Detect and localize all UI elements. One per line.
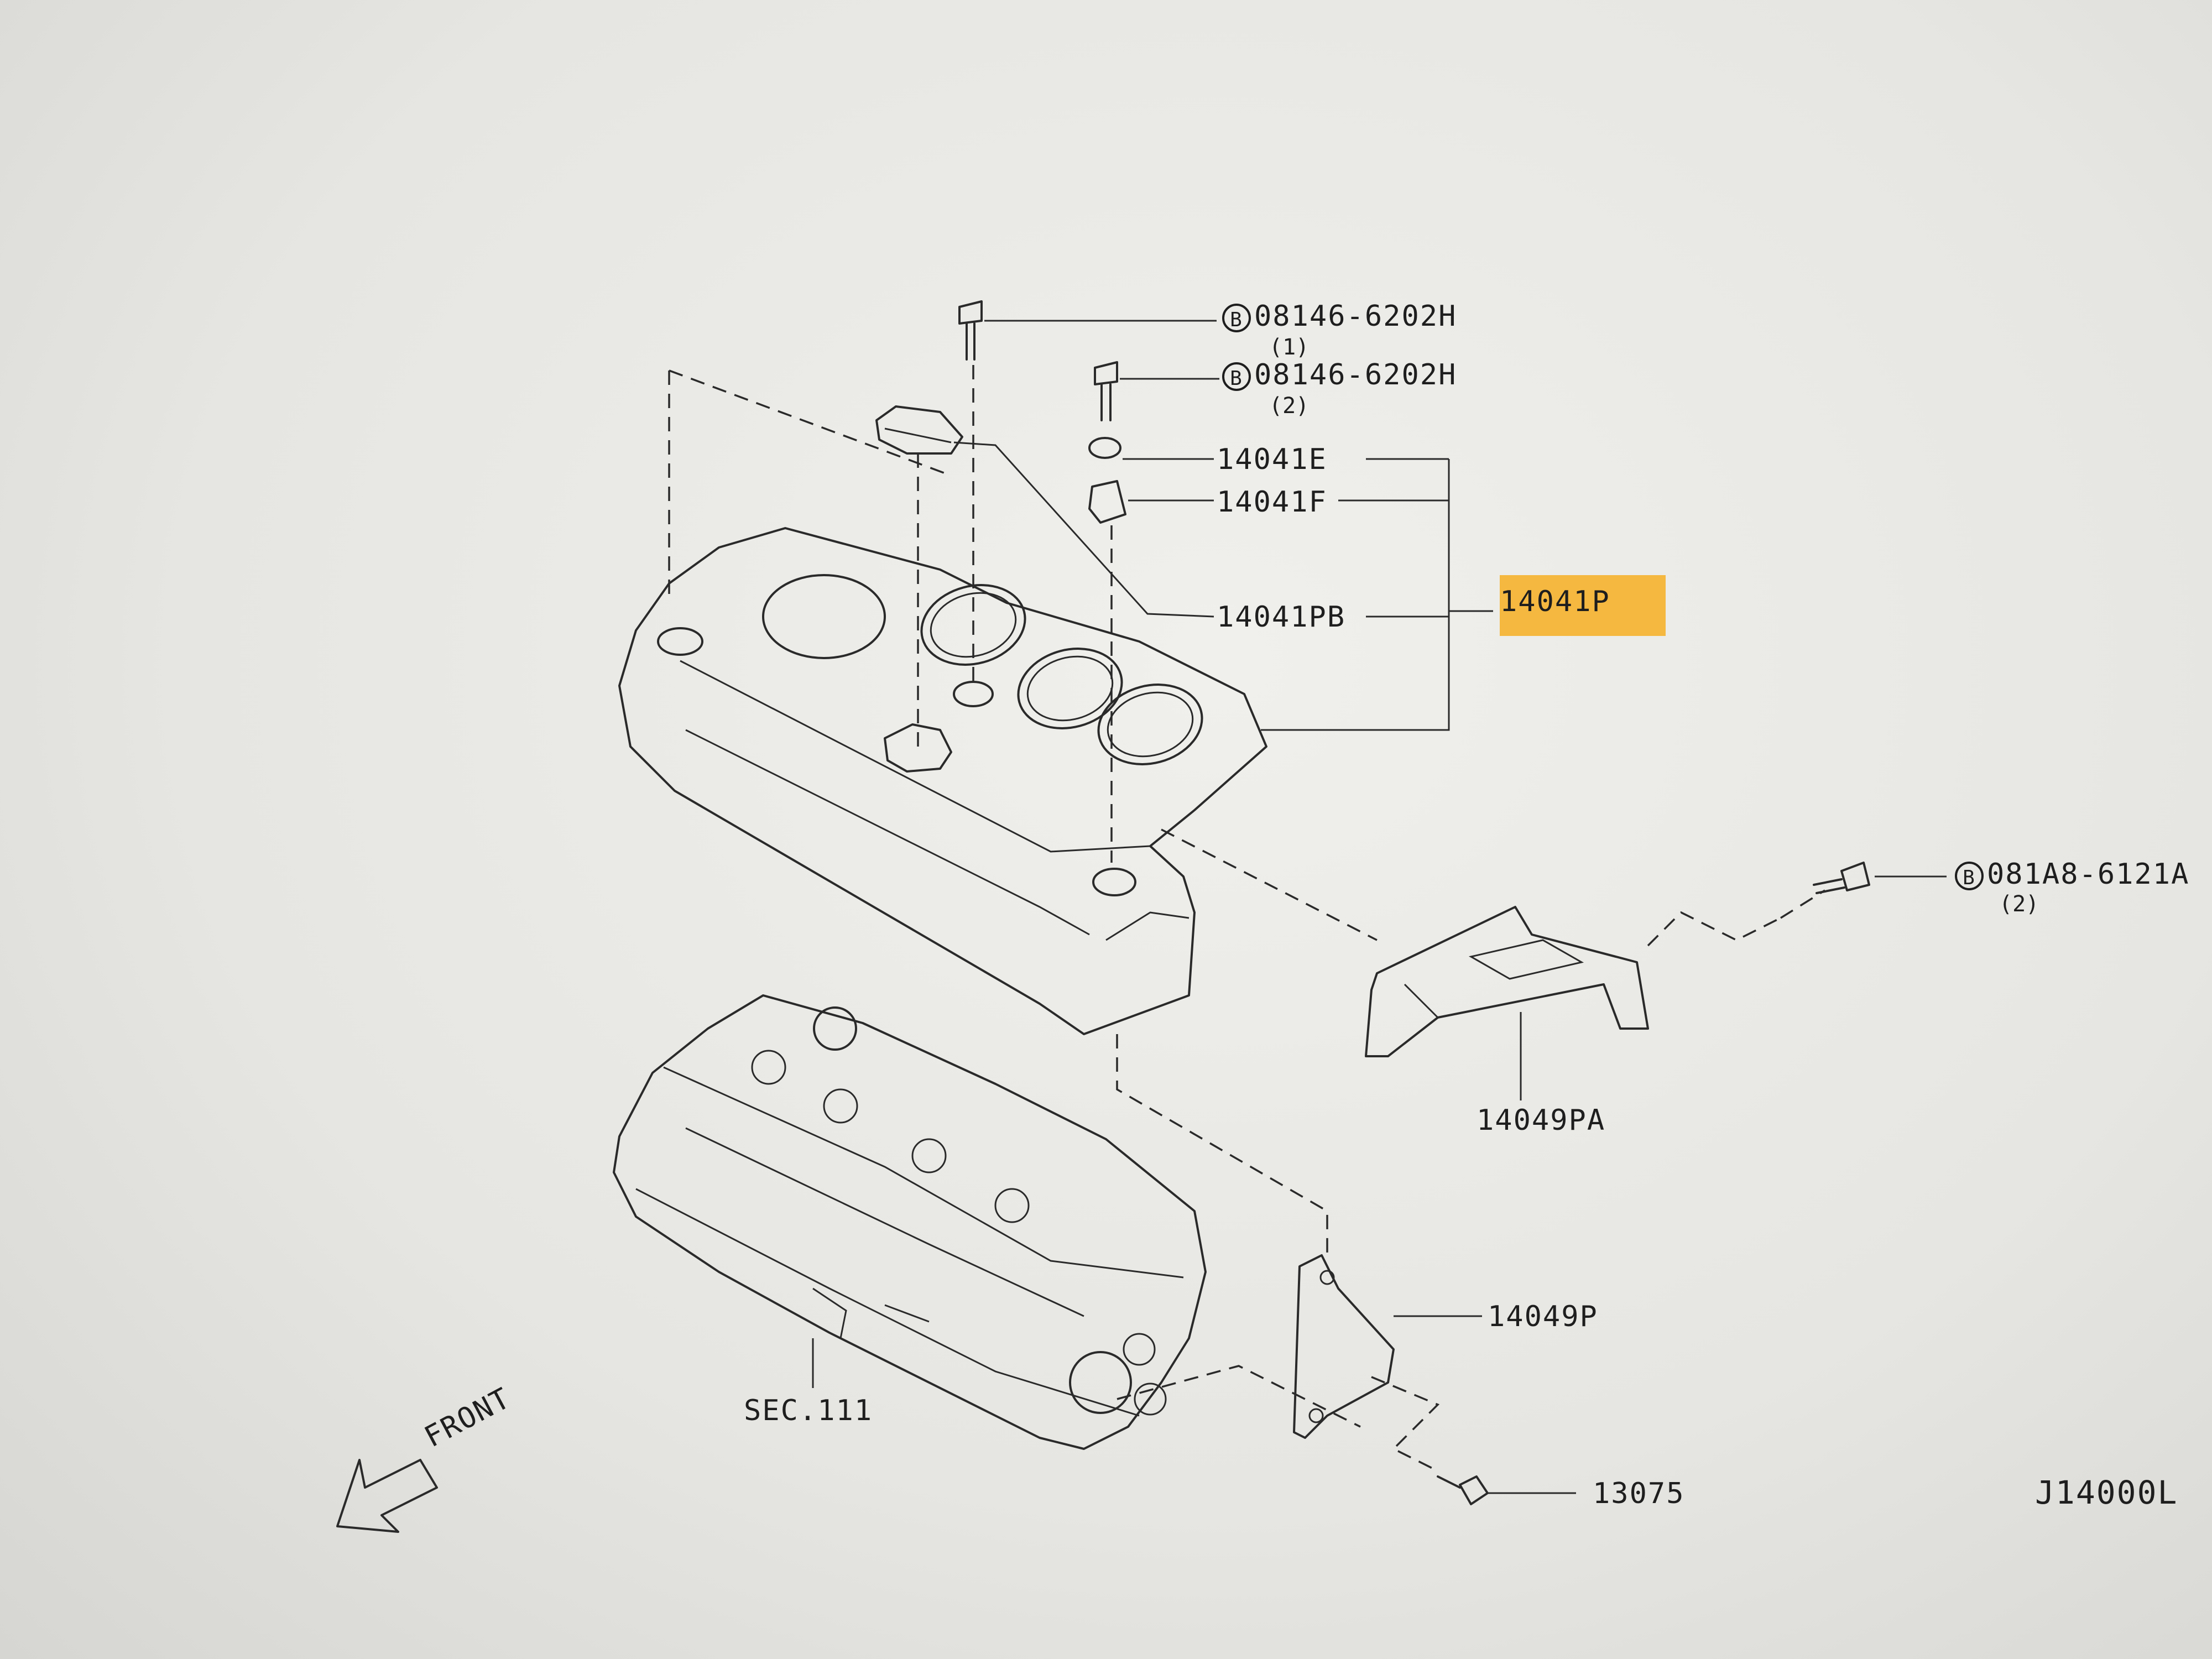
part-number: 08146-6202H (1254, 358, 1457, 392)
callout-14041p[interactable]: 14041P (1500, 585, 1610, 618)
qty-bolt-top: (1) (1269, 335, 1310, 360)
qty-bolt-second: (2) (1269, 393, 1310, 419)
callout-14049pa[interactable]: 14049PA (1477, 1104, 1606, 1137)
callout-sec-111[interactable]: SEC.111 (744, 1394, 873, 1427)
front-arrow-icon (336, 1459, 438, 1533)
bracket-14049pa-drawing (1365, 906, 1649, 1057)
callout-13075[interactable]: 13075 (1593, 1477, 1685, 1510)
callout-14041f[interactable]: 14041F (1217, 486, 1327, 519)
part-number: 081A8-6121A (1987, 858, 2190, 891)
callout-14049p[interactable]: 14049P (1488, 1300, 1598, 1333)
assembly-dashed-lines (668, 365, 1825, 1472)
diagram-code: J14000L (2035, 1474, 2178, 1511)
callout-14041pb[interactable]: 14041PB (1217, 601, 1346, 634)
cylinder-head-drawing (613, 994, 1207, 1450)
b-badge-icon: B (1222, 362, 1251, 391)
fasteners-drawing (958, 300, 1870, 1505)
bracket-14049p-drawing (1293, 1254, 1395, 1439)
b-badge-icon: B (1222, 304, 1251, 332)
callout-14041e[interactable]: 14041E (1217, 443, 1327, 476)
highlight-14041p (1500, 575, 1666, 636)
qty-bracket-bolt: (2) (1999, 891, 2039, 917)
part-number: 08146-6202H (1254, 300, 1457, 333)
leader-lines (812, 320, 1947, 1494)
b-badge-icon: B (1955, 862, 1984, 890)
